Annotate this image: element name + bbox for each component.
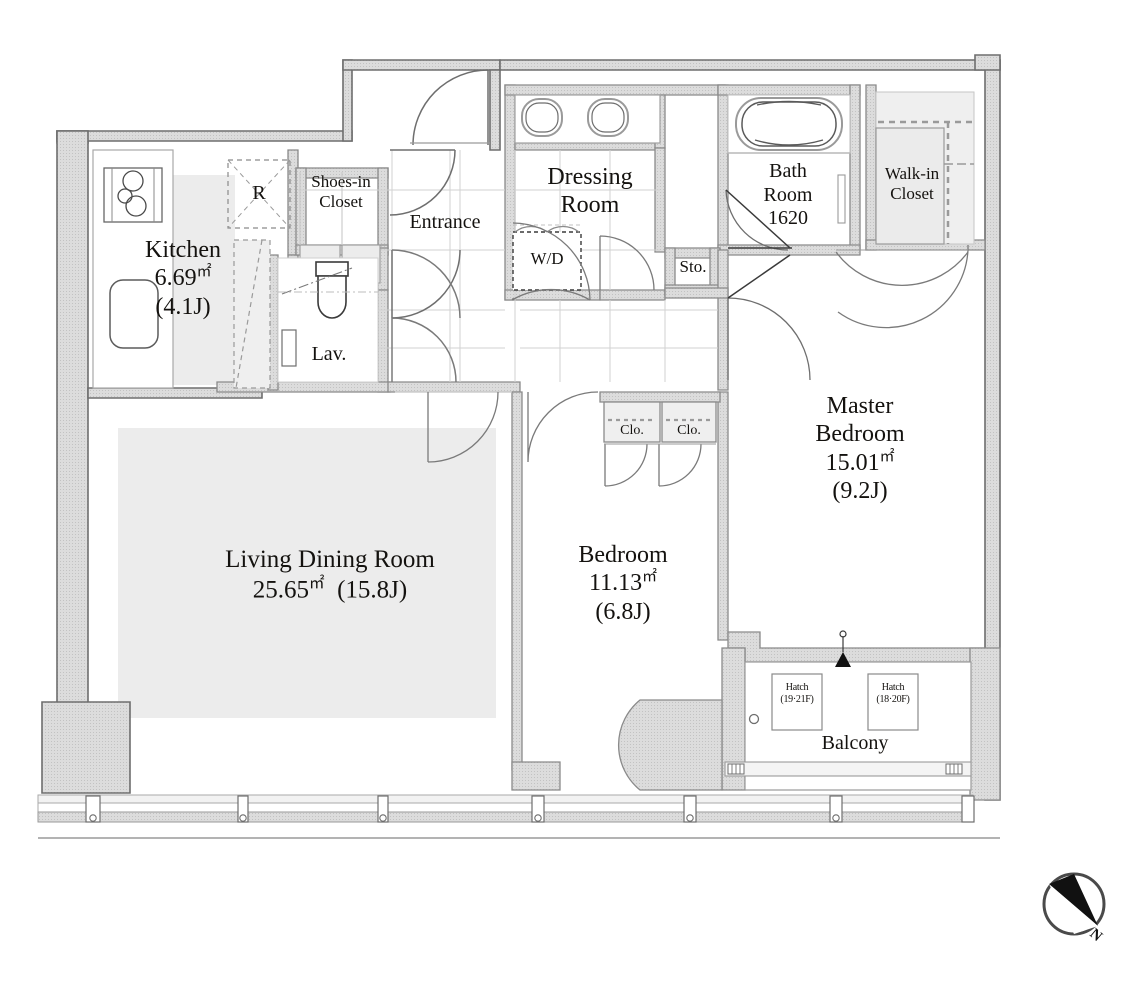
bedroom-area: 11.13㎡ bbox=[589, 569, 657, 597]
closet-right-label: Clo. bbox=[677, 423, 701, 438]
shoes-in-closet-line2: Closet bbox=[319, 192, 363, 212]
washer-dryer-unit bbox=[512, 224, 582, 291]
lavatory-label: Lav. bbox=[311, 343, 347, 365]
bath-room-line2: Room bbox=[763, 183, 813, 206]
storage-label: Sto. bbox=[679, 257, 707, 276]
living-dining-room-label: Living Dining Room 25.65㎡ (15.8J) bbox=[160, 545, 500, 604]
hatch-right-title: Hatch bbox=[881, 682, 905, 693]
hatch-left-floors: (19·21F) bbox=[780, 693, 814, 705]
balcony-area bbox=[724, 630, 972, 791]
bedroom-name: Bedroom bbox=[578, 542, 668, 568]
bathtub bbox=[727, 94, 851, 224]
walk-in-closet-label: Walk-in Closet bbox=[874, 164, 950, 204]
hatch-left-title: Hatch bbox=[785, 682, 809, 693]
living-dining-room-area: 25.65㎡ (15.8J) bbox=[252, 574, 408, 603]
vanity-basins bbox=[514, 94, 661, 144]
living-dining-room-name: Living Dining Room bbox=[225, 546, 435, 573]
door-swings bbox=[389, 69, 969, 463]
kitchen-area: 6.69㎡ bbox=[154, 264, 212, 292]
master-bedroom-line1: Master bbox=[826, 393, 894, 419]
refrigerator-label: R bbox=[252, 182, 266, 204]
hatch-right-floors: (18·20F) bbox=[876, 693, 910, 705]
lavatory-fixtures bbox=[277, 257, 379, 383]
balcony-label: Balcony bbox=[821, 732, 889, 754]
entrance-label: Entrance bbox=[409, 211, 481, 233]
walk-in-closet-line1: Walk-in bbox=[884, 164, 940, 183]
bedroom-area-unit: ㎡ bbox=[642, 569, 657, 586]
shoes-in-closet-label: Shoes-in Closet bbox=[294, 172, 388, 212]
bath-room-line1: Bath bbox=[769, 160, 807, 182]
master-bedroom-label: Master Bedroom 15.01㎡ (9.2J) bbox=[770, 392, 950, 505]
dressing-room-line2: Room bbox=[560, 192, 620, 219]
master-bedroom-area: 15.01㎡ bbox=[825, 448, 895, 476]
hatch-right-label: Hatch (18·20F) bbox=[868, 682, 918, 706]
kitchen-fixtures bbox=[92, 149, 291, 389]
bath-room-label: Bath Room 1620 bbox=[736, 160, 840, 231]
bedroom-tatami: (6.8J) bbox=[595, 598, 651, 625]
compass-rose-icon: N bbox=[1042, 872, 1106, 945]
bedroom-label: Bedroom 11.13㎡ (6.8J) bbox=[538, 541, 708, 626]
master-area-unit: ㎡ bbox=[879, 448, 895, 465]
kitchen-area-unit: ㎡ bbox=[196, 264, 212, 281]
bedroom-closets bbox=[603, 401, 717, 487]
exterior-walls bbox=[41, 54, 1001, 801]
dressing-room-label: Dressing Room bbox=[518, 163, 662, 220]
walk-in-closet-line2: Closet bbox=[890, 184, 934, 204]
ldr-tatami: (15.8J) bbox=[337, 575, 408, 603]
bath-room-size: 1620 bbox=[768, 207, 808, 230]
hatch-left-label: Hatch (19·21F) bbox=[772, 682, 822, 706]
dressing-room-line1: Dressing bbox=[547, 164, 633, 190]
kitchen-label: Kitchen 6.69㎡ (4.1J) bbox=[118, 236, 248, 321]
shoes-in-closet-line1: Shoes-in bbox=[311, 172, 371, 191]
master-bedroom-tatami: (9.2J) bbox=[832, 477, 888, 504]
ldr-area-unit: ㎡ bbox=[309, 574, 325, 592]
washer-dryer-label: W/D bbox=[530, 249, 564, 268]
kitchen-name: Kitchen bbox=[145, 237, 221, 263]
kitchen-tatami: (4.1J) bbox=[155, 293, 211, 320]
walk-in-closet-shelving bbox=[875, 91, 975, 245]
master-bedroom-line2: Bedroom bbox=[815, 421, 905, 448]
bottom-window-band bbox=[37, 794, 1000, 839]
closet-left-label: Clo. bbox=[620, 423, 644, 438]
